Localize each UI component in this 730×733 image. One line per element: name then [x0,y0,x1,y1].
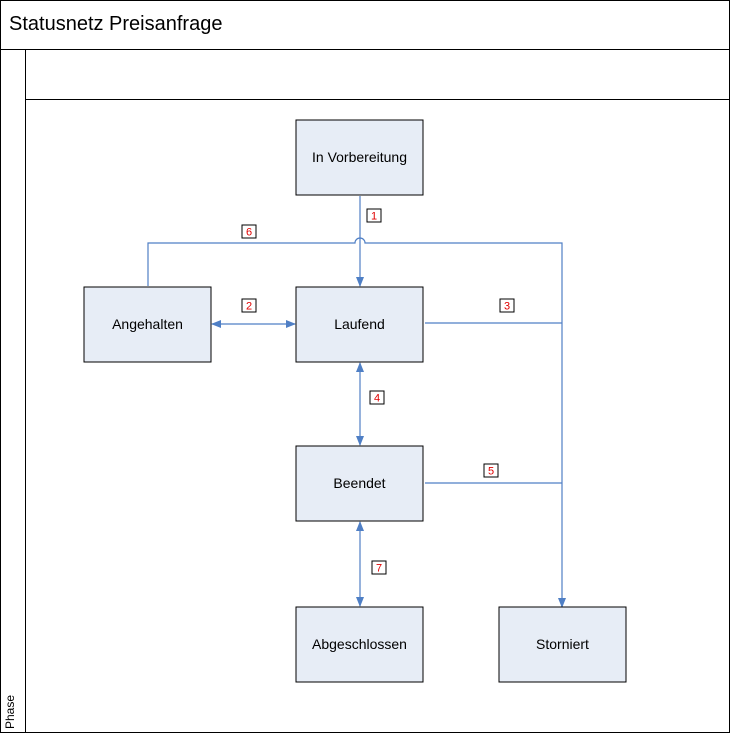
badge-6-box [241,224,257,239]
badge-4-box [369,390,385,405]
badge-3-box [499,298,515,313]
node-beendet [295,445,424,522]
node-laufend [295,286,424,363]
node-vorbereitung [295,119,424,196]
page-title: Statusnetz Preisanfrage [9,13,223,35]
node-storniert [498,606,627,683]
badge-1-box [366,208,382,223]
label-storniert: Storniert [536,636,589,652]
title-bar: Statusnetz Preisanfrage [1,1,729,50]
node-angehalten [83,286,212,363]
lane-header [26,50,729,100]
node-abgeschlossen [295,606,424,683]
badge-5: 5 [488,466,494,478]
badge-4: 4 [374,393,380,405]
phase-column [1,50,26,732]
badge-7: 7 [376,563,382,575]
label-angehalten: Angehalten [112,316,183,332]
label-vorbereitung: In Vorbereitung [312,149,407,165]
badge-2-box [241,298,257,313]
badge-3: 3 [504,301,510,313]
badge-1: 1 [371,211,377,223]
badge-6: 6 [246,227,252,239]
label-abgeschlossen: Abgeschlossen [312,636,407,652]
label-beendet: Beendet [333,475,385,491]
label-laufend: Laufend [334,316,385,332]
edge-6 [147,237,566,608]
badge-7-box [371,560,387,575]
badge-2: 2 [246,301,252,313]
badge-5-box [483,463,499,478]
